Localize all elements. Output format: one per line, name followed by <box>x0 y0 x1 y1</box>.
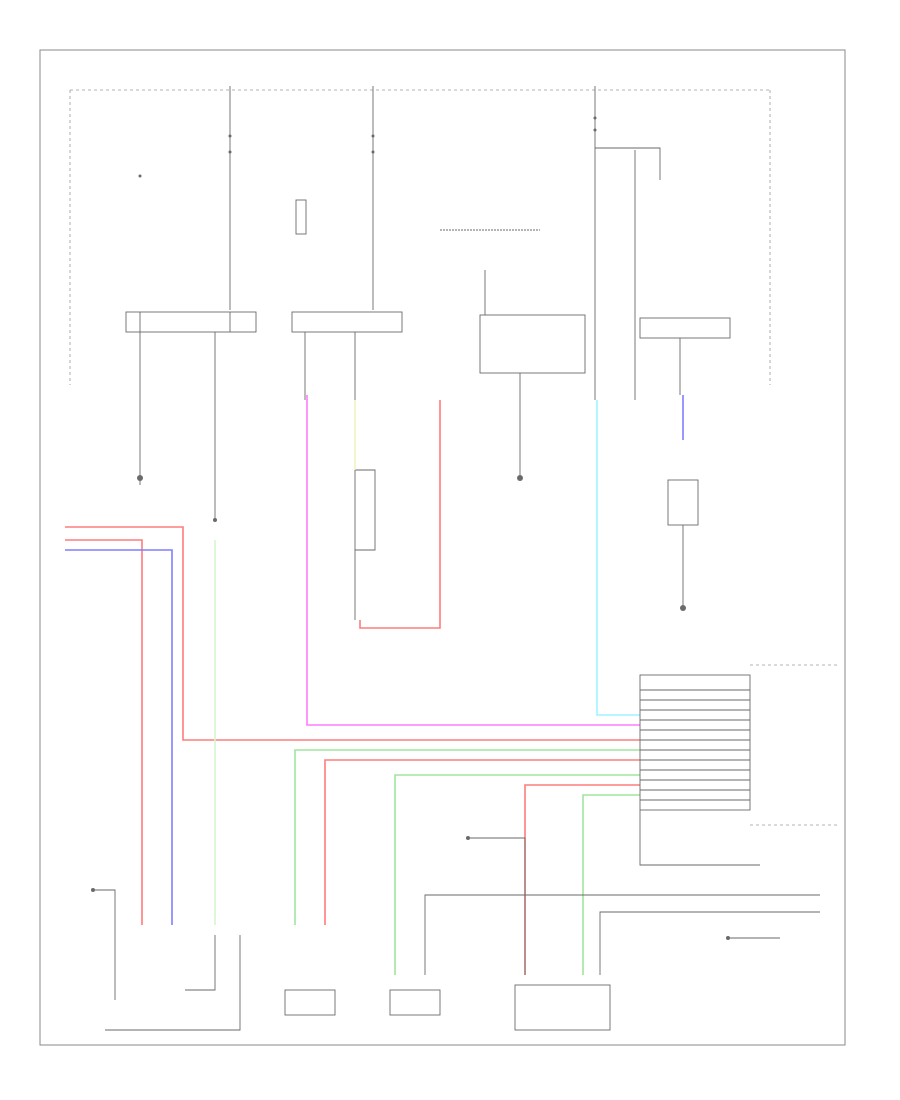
ground-3 <box>517 400 523 481</box>
wire-red-2 <box>65 539 143 925</box>
diagram-frame <box>39 49 846 1046</box>
blower-motor <box>354 400 376 620</box>
fuse-feed-2 <box>371 86 375 310</box>
bottom-sensor-1 <box>284 989 336 1016</box>
colored-wires <box>65 395 684 975</box>
wire-green-3 <box>582 794 640 975</box>
control-unit-connector <box>639 664 840 826</box>
switch-bracket <box>295 199 307 235</box>
ground-1 <box>137 400 143 485</box>
top-dashed-boundary <box>69 89 771 385</box>
condenser-fan-unit <box>667 479 699 611</box>
wire-red-1 <box>65 526 640 741</box>
wire-magenta <box>306 395 640 726</box>
ground-2 <box>213 400 217 522</box>
wire-red-blower <box>359 400 441 629</box>
relay-3 <box>479 270 586 400</box>
wire-cyan <box>596 400 640 716</box>
bottom-left-sensor <box>91 888 241 1031</box>
wire-red-3 <box>324 759 640 925</box>
wire-blue <box>65 549 173 925</box>
bottom-sensor-3 <box>514 984 611 1031</box>
compressor-clutch-symbol <box>138 174 142 178</box>
fuse-feed-1 <box>228 86 232 310</box>
wire-green-2 <box>394 774 640 975</box>
relay-1 <box>125 311 257 400</box>
sensor-right-wires <box>424 810 820 975</box>
fuse-feed-3 <box>593 86 597 400</box>
bottom-sensor-2 <box>389 989 441 1016</box>
relay-2 <box>291 311 403 400</box>
wire-green-1 <box>294 749 640 925</box>
relay-4 <box>595 147 731 400</box>
